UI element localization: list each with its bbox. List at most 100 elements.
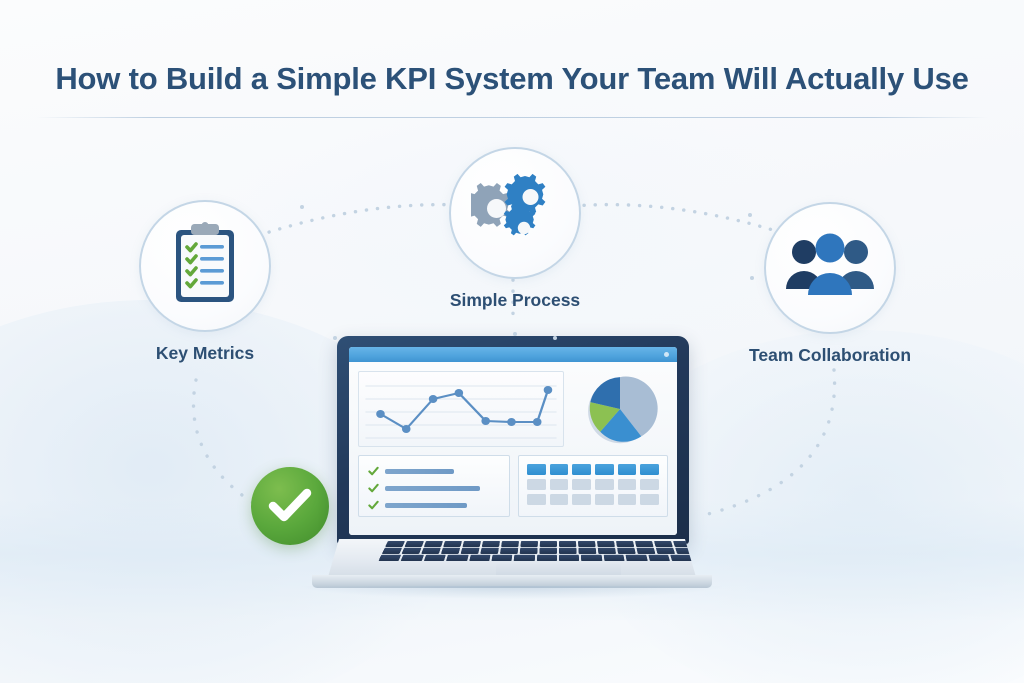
keyboard-key xyxy=(443,541,462,547)
keyboard-key xyxy=(491,554,513,561)
laptop-trackpad[interactable] xyxy=(496,564,621,577)
feature-circle-simple-process xyxy=(449,147,581,279)
checklist-row xyxy=(368,498,500,513)
line-chart-panel[interactable] xyxy=(358,371,564,447)
keyboard-row xyxy=(378,554,737,561)
keyboard-key xyxy=(647,554,670,561)
data-grid-row xyxy=(527,479,660,490)
window-dot-icon xyxy=(664,352,669,357)
keyboard-key xyxy=(460,547,480,554)
check-icon xyxy=(368,466,379,476)
keyboard-key xyxy=(462,541,481,547)
data-grid-cell xyxy=(640,479,660,490)
data-grid-cell xyxy=(527,494,546,505)
keyboard-key xyxy=(616,541,635,547)
keyboard-key xyxy=(714,555,737,561)
keyboard-key xyxy=(559,541,577,547)
keyboard-key xyxy=(404,541,424,547)
line-chart xyxy=(365,385,557,439)
data-grid-cell xyxy=(640,494,660,505)
feature-label-simple-process: Simple Process xyxy=(449,290,581,310)
laptop-shadow xyxy=(302,586,722,599)
data-grid-panel[interactable] xyxy=(518,455,668,517)
feature-simple-process[interactable]: Simple Process xyxy=(425,147,605,311)
data-grid-cell xyxy=(572,479,592,490)
keyboard-row xyxy=(385,541,731,547)
pie-slice-b xyxy=(600,409,642,442)
keyboard-key xyxy=(603,554,625,561)
clipboard-checklist-icon xyxy=(168,221,242,311)
keyboard-key xyxy=(673,541,693,547)
check-icon xyxy=(368,483,379,493)
gears-icon xyxy=(466,169,559,258)
line-chart-series xyxy=(379,388,550,431)
keyboard-key xyxy=(670,554,693,561)
laptop-lid xyxy=(337,336,689,544)
dashboard-bottom-row xyxy=(358,455,668,517)
data-grid-row xyxy=(527,494,660,505)
keyboard-key xyxy=(519,547,538,554)
keyboard-key xyxy=(578,541,596,547)
data-grid-cell xyxy=(527,464,546,475)
checklist-bar xyxy=(385,503,467,508)
keyboard-key xyxy=(520,541,538,547)
keyboard-key xyxy=(675,547,695,554)
keyboard-key xyxy=(559,554,580,561)
checklist-row xyxy=(368,481,500,496)
keyboard-key xyxy=(654,541,673,547)
feature-key-metrics[interactable]: Key Metrics xyxy=(115,200,295,364)
people-group-icon xyxy=(786,233,874,304)
keyboard-key xyxy=(480,547,499,554)
keyboard-key xyxy=(481,541,500,547)
feature-team-collaboration[interactable]: Team Collaboration xyxy=(740,202,920,366)
keyboard-key xyxy=(539,547,557,554)
checklist-panel[interactable] xyxy=(358,455,510,517)
pie-chart-panel[interactable] xyxy=(572,371,668,447)
keyboard-key xyxy=(513,554,535,561)
title-block: How to Build a Simple KPI System Your Te… xyxy=(0,60,1024,97)
keyboard-key xyxy=(385,541,405,547)
checklist-row xyxy=(368,464,500,479)
keyboard-row xyxy=(382,547,696,554)
keyboard-key xyxy=(694,547,696,554)
keyboard-key xyxy=(581,554,603,561)
keyboard-key xyxy=(692,554,696,561)
laptop-keyboard[interactable] xyxy=(378,541,737,561)
data-grid-cell xyxy=(595,494,614,505)
laptop-deck xyxy=(328,539,696,577)
keyboard-key xyxy=(423,554,446,561)
line-chart-markers xyxy=(376,386,553,433)
keyboard-key xyxy=(378,554,402,561)
data-grid-cell xyxy=(595,479,614,490)
keyboard-key xyxy=(617,547,636,554)
laptop-mockup xyxy=(282,336,742,599)
keyboard-key xyxy=(635,541,654,547)
check-icon xyxy=(368,500,379,510)
check-circle-icon[interactable] xyxy=(251,467,329,545)
keyboard-key xyxy=(401,547,422,554)
pie-chart xyxy=(588,376,658,444)
keyboard-key xyxy=(636,547,656,554)
data-grid-cell xyxy=(595,464,614,475)
data-grid-cell xyxy=(617,464,637,475)
pie-slice-d xyxy=(590,377,620,409)
data-grid-cell xyxy=(640,464,660,475)
keyboard-key xyxy=(711,541,731,546)
feature-circle-key-metrics xyxy=(139,200,271,332)
keyboard-key xyxy=(536,554,557,561)
data-grid-cell xyxy=(572,494,592,505)
keyboard-key xyxy=(468,554,491,561)
keyboard-key xyxy=(423,541,443,547)
laptop-screen[interactable] xyxy=(349,347,677,535)
checklist-bar xyxy=(385,469,454,474)
keyboard-key xyxy=(401,554,424,561)
person-center xyxy=(808,233,852,295)
feature-circle-team-collaboration xyxy=(764,202,896,334)
keyboard-key xyxy=(441,547,461,554)
data-grid-cell xyxy=(549,479,569,490)
data-grid-cell xyxy=(617,479,637,490)
title-divider xyxy=(36,117,988,118)
keyboard-key xyxy=(446,554,469,561)
page-title: How to Build a Simple KPI System Your Te… xyxy=(55,61,969,96)
